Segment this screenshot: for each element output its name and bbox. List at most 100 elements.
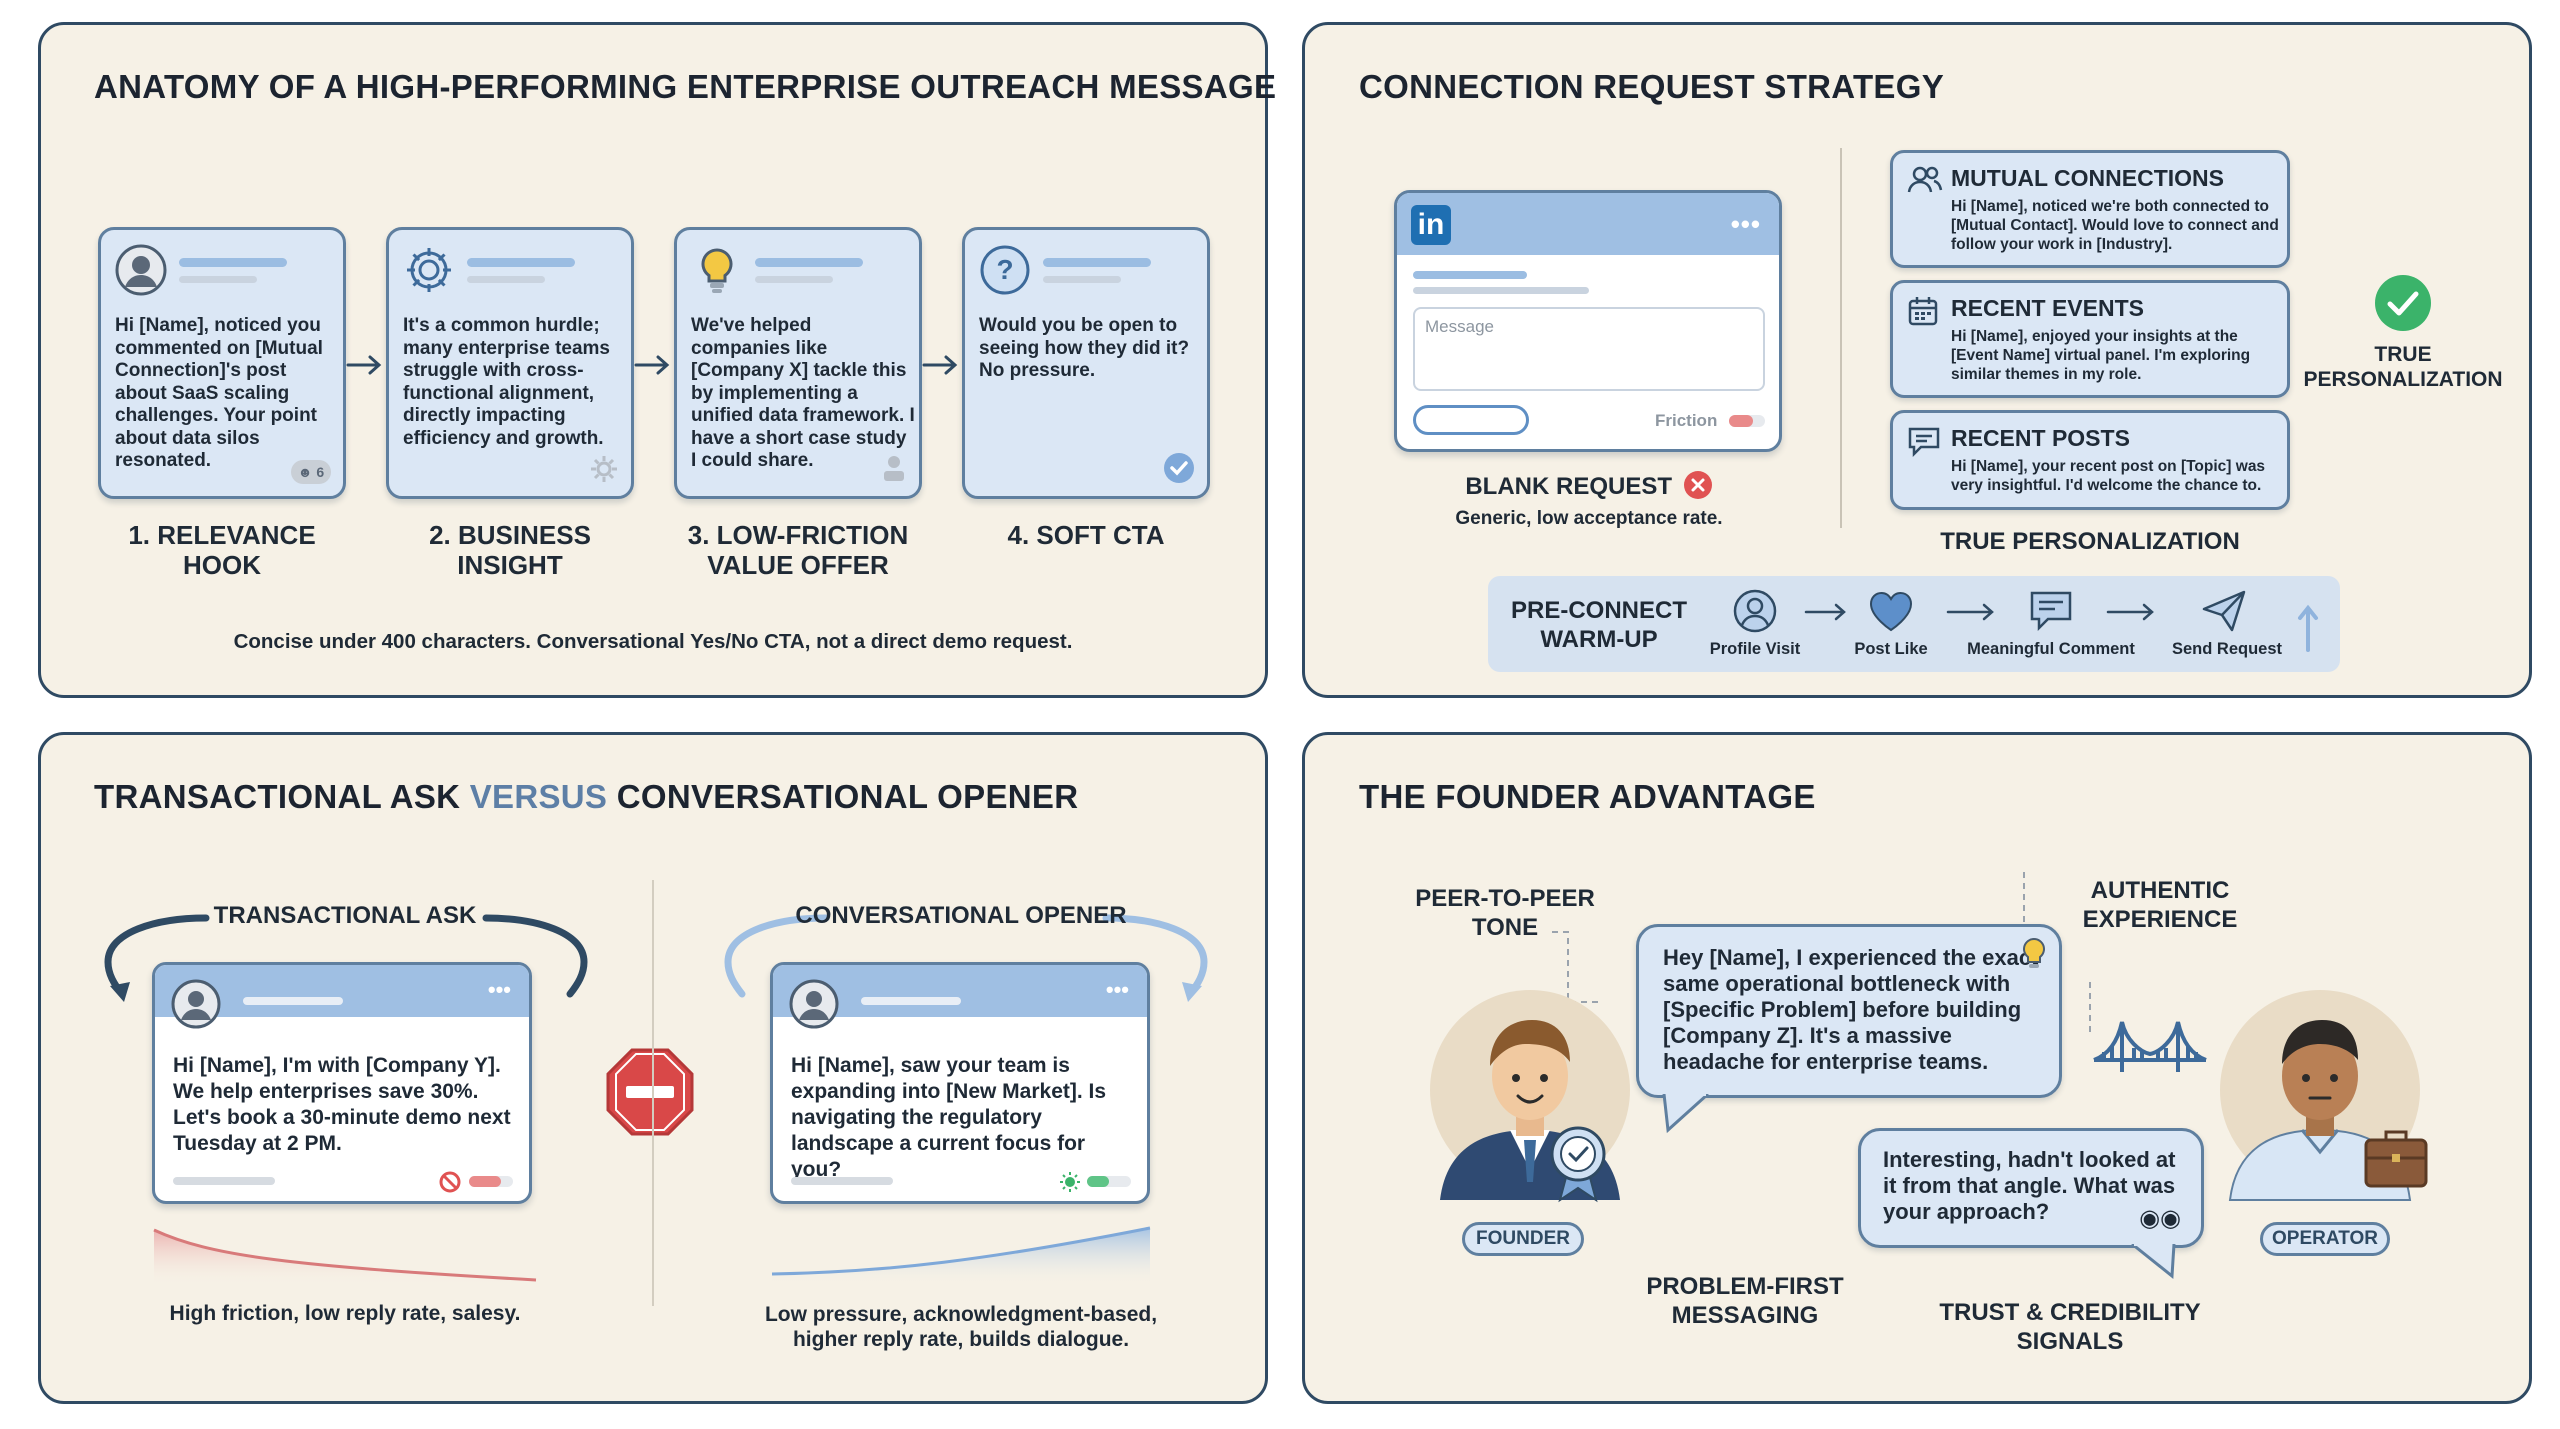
header-bar xyxy=(179,258,287,267)
flow-arrows xyxy=(346,355,958,375)
header-bar-secondary xyxy=(467,276,545,283)
connections-badge: ☻ 6 xyxy=(291,460,331,484)
hook-card-insight: It's a common hurdle; many enterprise te… xyxy=(386,227,634,499)
comment-icon xyxy=(2030,591,2072,632)
name-bar xyxy=(1413,271,1527,279)
check-circle-icon xyxy=(2375,275,2431,331)
header-bar-secondary xyxy=(1043,276,1121,283)
caption-line: HOOK xyxy=(183,550,261,580)
blank-request-subtitle: Generic, low acceptance rate. xyxy=(1455,508,1723,529)
label-line: AUTHENTIC xyxy=(2090,877,2230,904)
label-line: PEER-TO-PEER xyxy=(1415,885,1595,912)
avatar-icon xyxy=(789,979,839,1029)
conversational-message: ••• Hi [Name], saw your team is expandin… xyxy=(770,962,1150,1204)
header-bar-secondary xyxy=(179,276,257,283)
header-bar xyxy=(1043,258,1151,267)
caption-line: higher reply rate, builds dialogue. xyxy=(792,1328,1130,1351)
reply-message-bubble: Interesting, hadn't looked at it from th… xyxy=(1858,1128,2204,1248)
card-body: Hi [Name], noticed we're both connected … xyxy=(1951,198,2279,253)
blank-title-text: BLANK REQUEST xyxy=(1465,473,1672,500)
eyes-icon: ◉◉ xyxy=(2139,1205,2181,1232)
warmup-arrows xyxy=(1804,603,2318,652)
comment-icon xyxy=(1908,427,1940,457)
label-line: TONE xyxy=(1471,914,1539,941)
svg-text:?: ? xyxy=(996,254,1013,285)
vertical-divider xyxy=(1840,148,1842,528)
warmup-step-label: Meaningful Comment xyxy=(1967,640,2135,658)
gear-icon xyxy=(407,248,451,292)
x-circle-icon xyxy=(1683,471,1712,499)
sun-icon xyxy=(1060,1172,1080,1192)
card-text: Hi [Name], noticed you commented on [Mut… xyxy=(115,315,323,471)
conversational-loop-arrows xyxy=(724,914,1208,1002)
friction-label: Friction xyxy=(1655,411,1718,430)
low-reply-trend xyxy=(153,1228,537,1286)
warmup-step-label: Send Request xyxy=(2171,640,2283,658)
gear-icon xyxy=(591,456,617,482)
caption-line: 2. BUSINESS xyxy=(429,520,591,550)
caption-line: 3. LOW-FRICTION xyxy=(687,520,909,550)
vertical-divider xyxy=(652,880,654,1306)
label-line: SIGNALS xyxy=(2016,1328,2124,1355)
warmup-step-label: Post Like xyxy=(1854,640,1928,658)
bridge-icon xyxy=(2093,1021,2207,1072)
title-versus: VERSUS xyxy=(469,778,608,815)
linkedin-logo: in xyxy=(1411,205,1451,245)
caption-line: 4. SOFT CTA xyxy=(1007,520,1165,550)
card-text: Would you be open to seeing how they did… xyxy=(979,315,1190,381)
operator-avatar xyxy=(2220,990,2428,1201)
transactional-label: TRANSACTIONAL ASK xyxy=(213,902,477,929)
label-line: MESSAGING xyxy=(1671,1302,1819,1329)
question-icon: ? xyxy=(980,245,1030,295)
card-caption: 4. SOFT CTA xyxy=(962,520,1210,550)
hook-card-cta: ? Would you be open to seeing how they d… xyxy=(962,227,1210,499)
hook-card-value: We've helped companies like [Company X] … xyxy=(674,227,922,499)
transactional-text: Hi [Name], I'm with [Company Y]. We help… xyxy=(173,1054,511,1155)
bubble-tail xyxy=(2131,1244,2176,1279)
founder-message-bubble: Hey [Name], I experienced the exact same… xyxy=(1636,924,2062,1098)
header-bar xyxy=(467,258,575,267)
transactional-message: ••• Hi [Name], I'm with [Company Y]. We … xyxy=(152,962,532,1204)
panel4-title: THE FOUNDER ADVANTAGE xyxy=(1359,778,1816,815)
bubble-tail xyxy=(1662,1094,1710,1134)
true-personalization-caption: TRUE PERSONALIZATION xyxy=(1940,528,2240,555)
caption-line: INSIGHT xyxy=(457,550,563,580)
pressure-meter xyxy=(1087,1176,1131,1187)
caption-line: 1. RELEVANCE xyxy=(128,520,316,550)
panel1-title: ANATOMY OF A HIGH-PERFORMING ENTERPRISE … xyxy=(94,68,1277,105)
stop-sign-icon xyxy=(606,1048,694,1136)
operator-label: OPERATOR xyxy=(2260,1222,2390,1256)
warmup-line: WARM-UP xyxy=(1540,626,1658,653)
warmup-step-label: Profile Visit xyxy=(1709,640,1801,658)
card-text: We've helped companies like [Company X] … xyxy=(691,315,915,471)
send-plane-icon xyxy=(2202,590,2246,632)
message-field[interactable]: Message xyxy=(1413,307,1765,391)
avatar-icon xyxy=(115,244,167,296)
profile-icon xyxy=(1733,589,1777,633)
card-text: It's a common hurdle; many enterprise te… xyxy=(403,315,610,449)
people-icon xyxy=(1907,166,1943,193)
badge-count: 6 xyxy=(316,464,325,480)
caption-line: Low pressure, acknowledgment-based, xyxy=(764,1303,1158,1326)
more-icon: ••• xyxy=(487,977,511,1002)
send-button[interactable] xyxy=(1413,405,1529,435)
caption-line: VALUE OFFER xyxy=(707,550,889,580)
conversational-caption: Low pressure, acknowledgment-based,highe… xyxy=(716,1302,1206,1352)
header-bar xyxy=(755,258,863,267)
user-stack-icon xyxy=(884,456,904,481)
friction-meter xyxy=(1729,415,1765,427)
personalization-card-events: RECENT EVENTS Hi [Name], enjoyed your in… xyxy=(1890,280,2290,398)
linkedin-request-mock: in ••• Message Friction xyxy=(1394,190,1782,452)
warmup-strip xyxy=(1488,576,2340,672)
panel2-title: CONNECTION REQUEST STRATEGY xyxy=(1359,68,1945,105)
placeholder-bar xyxy=(173,1177,275,1185)
